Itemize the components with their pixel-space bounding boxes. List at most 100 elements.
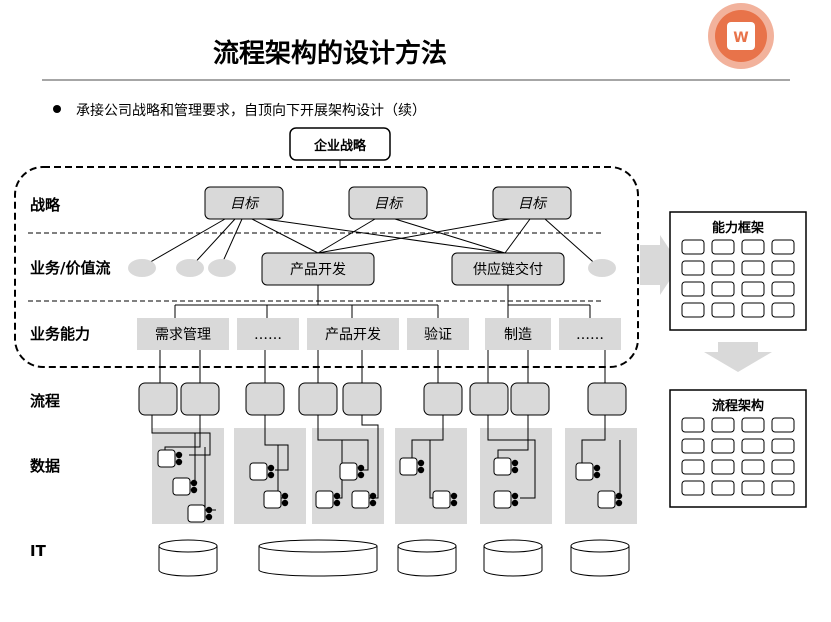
data-entity-icon: [172, 477, 198, 496]
grid-cell: [741, 417, 765, 433]
layer-label-strategy: 战略: [30, 196, 61, 214]
data-entity-icon: [263, 490, 289, 509]
data-entity-icon: [351, 490, 377, 509]
grid-cell: [681, 281, 705, 297]
process-box: [245, 382, 285, 416]
value-stream-ellipse: [588, 259, 616, 277]
capability-manufacturing: 制造: [485, 318, 551, 350]
grid-cell: [771, 302, 795, 318]
subtitle: 承接公司战略和管理要求，自顶向下开展架构设计（续）: [76, 102, 426, 119]
capability-framework-panel: 能力框架: [669, 211, 807, 331]
svg-text:产品开发: 产品开发: [325, 327, 381, 343]
process-box: [469, 382, 509, 416]
process-box: [423, 382, 463, 416]
grid-cell: [711, 459, 735, 475]
svg-text:需求管理: 需求管理: [155, 327, 211, 343]
process-boxes: [138, 382, 627, 416]
process-architecture-title: 流程架构: [712, 398, 764, 414]
capability-verification: 验证: [407, 318, 469, 350]
svg-text:制造: 制造: [504, 327, 532, 343]
svg-text:目标: 目标: [374, 196, 404, 212]
grid-cell: [741, 438, 765, 454]
data-entity-icon: [493, 490, 519, 509]
data-entity-icon: [493, 457, 519, 476]
layer-label-process: 流程: [30, 392, 60, 410]
grid-cell: [741, 260, 765, 276]
layer-label-value-stream: 业务/价值流: [30, 259, 110, 277]
database-icon: [570, 539, 630, 577]
data-entity-icon: [315, 490, 341, 509]
value-stream-supply-chain: 供应链交付: [451, 252, 565, 286]
layer-label-it: IT: [30, 542, 47, 560]
arrow-down-icon: [704, 342, 772, 372]
svg-text:目标: 目标: [518, 196, 548, 212]
grid-cell: [711, 302, 735, 318]
grid-cell: [741, 239, 765, 255]
grid-cell: [741, 459, 765, 475]
svg-text:验证: 验证: [424, 327, 452, 343]
grid-cell: [771, 459, 795, 475]
capability-connectors: [174, 285, 591, 318]
data-entity-icon: [575, 462, 601, 481]
value-stream-ellipse: [128, 259, 156, 277]
layer-label-data: 数据: [30, 457, 60, 475]
database-icon: [483, 539, 543, 577]
data-entity-icon: [432, 490, 458, 509]
svg-text:供应链交付: 供应链交付: [473, 261, 543, 278]
capability-requirement-mgmt: 需求管理: [137, 318, 229, 350]
goal-connectors: [139, 218, 601, 269]
layer-label-capability: 业务能力: [30, 325, 90, 343]
process-box: [342, 382, 382, 416]
data-panels: [152, 428, 637, 524]
svg-text:……: ……: [254, 327, 282, 343]
process-architecture-panel: 流程架构: [669, 389, 807, 508]
database-icon: [258, 539, 378, 577]
grid-cell: [711, 281, 735, 297]
grid-cell: [741, 281, 765, 297]
grid-cell: [681, 260, 705, 276]
capability-product-dev: 产品开发: [307, 318, 399, 350]
data-panel: [395, 428, 467, 524]
process-box: [138, 382, 178, 416]
logo-icon: W: [708, 3, 774, 69]
data-entity-icon: [339, 462, 365, 481]
grid-cell: [771, 438, 795, 454]
data-entity-icon: [399, 457, 425, 476]
process-connectors: [159, 350, 606, 383]
grid-cell: [681, 417, 705, 433]
grid-cell: [681, 459, 705, 475]
enterprise-strategy-label: 企业战略: [313, 138, 367, 154]
process-box: [587, 382, 627, 416]
grid-cell: [771, 417, 795, 433]
strategy-region: [14, 166, 639, 368]
data-entity-icon: [597, 490, 623, 509]
process-box: [298, 382, 338, 416]
database-icon: [158, 539, 218, 577]
grid-cell: [681, 438, 705, 454]
data-entity-icon: [157, 449, 183, 468]
grid-cell: [711, 438, 735, 454]
grid-cell: [711, 417, 735, 433]
grid-cell: [741, 302, 765, 318]
grid-cell: [771, 260, 795, 276]
goal-3: 目标: [492, 186, 572, 220]
bullet-icon: [53, 105, 61, 113]
capability-ellipsis-1: ……: [237, 318, 299, 350]
value-stream-ellipse: [208, 259, 236, 277]
data-entity-icon: [249, 462, 275, 481]
value-stream-product-dev: 产品开发: [261, 252, 375, 286]
svg-text:目标: 目标: [230, 196, 260, 212]
data-entity-icon: [187, 504, 213, 523]
grid-cell: [681, 480, 705, 496]
grid-cell: [771, 281, 795, 297]
process-box: [510, 382, 550, 416]
it-systems: [158, 539, 630, 577]
page-title: 流程架构的设计方法: [213, 38, 447, 69]
grid-cell: [681, 302, 705, 318]
svg-text:……: ……: [576, 327, 604, 343]
grid-cell: [771, 480, 795, 496]
database-icon: [397, 539, 457, 577]
grid-cell: [711, 260, 735, 276]
capability-ellipsis-2: ……: [559, 318, 621, 350]
